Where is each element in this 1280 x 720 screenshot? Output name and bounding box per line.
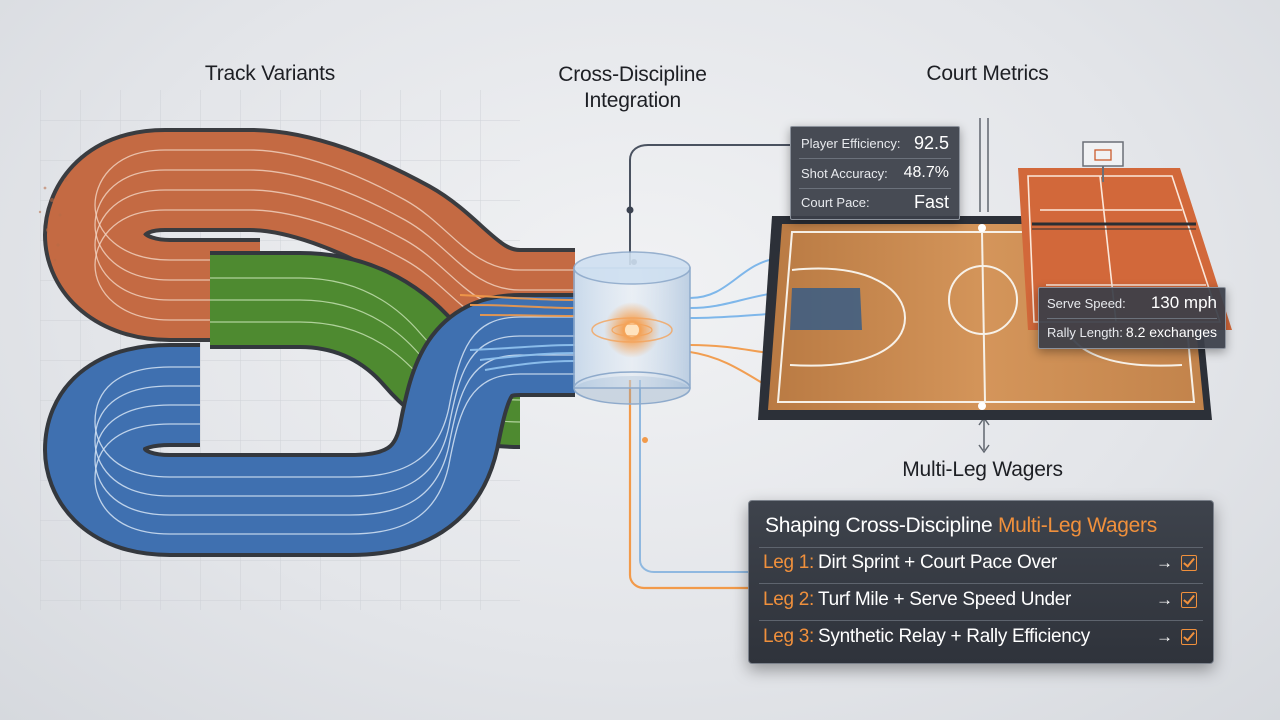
leg-divider bbox=[759, 583, 1203, 584]
check-box-icon[interactable] bbox=[1181, 592, 1197, 608]
wager-title-highlight: Multi-Leg Wagers bbox=[997, 514, 1157, 537]
wager-panel-title: Shaping Cross-Discipline Multi-Leg Wager… bbox=[765, 514, 1157, 538]
metric-divider bbox=[1047, 318, 1217, 319]
arrow-right-icon: → bbox=[1156, 627, 1173, 646]
wager-leg-3[interactable]: Leg 3: Synthetic Relay + Rally Efficienc… bbox=[763, 621, 1197, 653]
track-variants-illustration bbox=[38, 128, 575, 557]
leg-divider bbox=[759, 620, 1203, 621]
hub-cylinder-icon bbox=[573, 251, 691, 405]
metric-row-rally-length: Rally Length: 8.2 exchanges bbox=[1047, 319, 1217, 345]
basketball-hoop-icon bbox=[1082, 141, 1124, 182]
wager-title-prefix: Shaping Cross-Discipline bbox=[765, 514, 998, 537]
multi-leg-heading: Multi-Leg Wagers bbox=[902, 458, 1063, 481]
track-variants-heading: Track Variants bbox=[204, 62, 336, 85]
arrow-right-icon: → bbox=[1156, 590, 1173, 609]
leg-description: Dirt Sprint + Court Pace Over bbox=[818, 552, 1057, 573]
metric-label: Rally Length: bbox=[1047, 324, 1123, 340]
metric-label: Shot Accuracy: bbox=[801, 165, 888, 181]
wager-leg-1[interactable]: Leg 1: Dirt Sprint + Court Pace Over → bbox=[763, 547, 1197, 579]
metric-row-serve-speed: Serve Speed: 130 mph bbox=[1047, 290, 1217, 316]
basketball-metrics-panel: Player Efficiency: 92.5 Shot Accuracy: 4… bbox=[790, 126, 960, 220]
leg-description: Synthetic Relay + Rally Efficiency bbox=[818, 626, 1090, 647]
leg-number: Leg 2: bbox=[763, 589, 815, 610]
court-metrics-heading: Court Metrics bbox=[926, 62, 1049, 85]
multi-leg-wager-panel: Shaping Cross-Discipline Multi-Leg Wager… bbox=[748, 500, 1214, 664]
tennis-metrics-panel: Serve Speed: 130 mph Rally Length: 8.2 e… bbox=[1038, 287, 1226, 349]
metric-value: 8.2 exchanges bbox=[1125, 324, 1217, 340]
check-box-icon[interactable] bbox=[1181, 629, 1197, 645]
dirt-dust bbox=[38, 178, 68, 262]
leg-description: Turf Mile + Serve Speed Under bbox=[818, 589, 1072, 610]
check-box-icon[interactable] bbox=[1181, 555, 1197, 571]
wager-leg-2[interactable]: Leg 2: Turf Mile + Serve Speed Under → bbox=[763, 584, 1197, 616]
title-divider bbox=[759, 547, 1203, 548]
metric-value: 130 mph bbox=[1150, 293, 1217, 312]
metric-label: Player Efficiency: bbox=[801, 135, 901, 151]
metric-row-player-efficiency: Player Efficiency: 92.5 bbox=[801, 130, 949, 156]
leg-number: Leg 1: bbox=[763, 552, 815, 573]
metric-label: Serve Speed: bbox=[1047, 295, 1126, 311]
metric-divider bbox=[799, 158, 951, 159]
integration-heading: Cross-Discipline Integration bbox=[520, 62, 745, 114]
metric-label: Court Pace: bbox=[801, 194, 870, 210]
arrow-right-icon: → bbox=[1156, 553, 1173, 572]
metric-row-shot-accuracy: Shot Accuracy: 48.7% bbox=[801, 160, 949, 186]
integration-heading-line1: Cross-Discipline bbox=[558, 63, 707, 86]
metric-value: 48.7% bbox=[903, 164, 949, 181]
metric-row-court-pace: Court Pace: Fast bbox=[801, 189, 949, 215]
metric-value: Fast bbox=[913, 191, 949, 212]
metric-value: 92.5 bbox=[913, 132, 949, 153]
metric-divider bbox=[799, 188, 951, 189]
leg-number: Leg 3: bbox=[763, 626, 815, 647]
integration-heading-line2: Integration bbox=[583, 89, 682, 112]
